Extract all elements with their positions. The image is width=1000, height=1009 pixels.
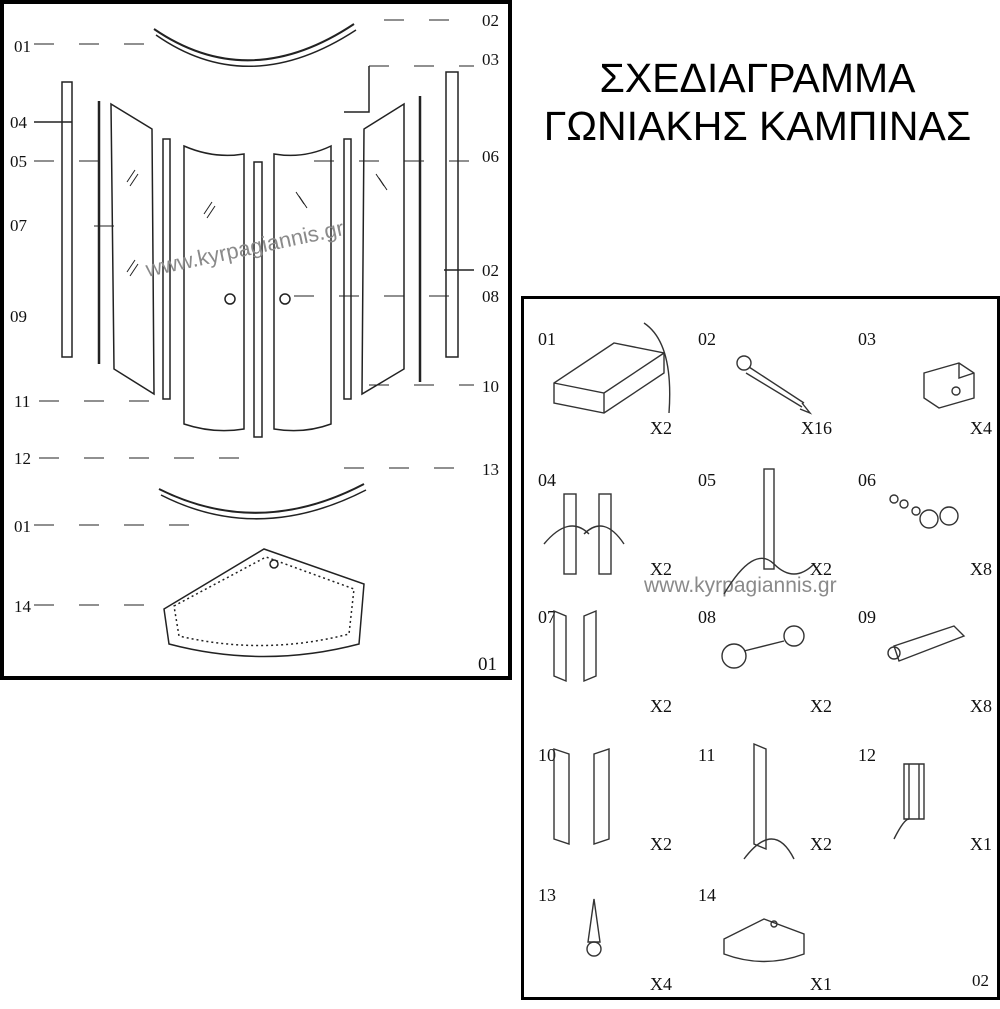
callout-14: 14 [14,597,31,616]
part-quantity: X2 [650,696,672,716]
part-illustration [543,493,625,575]
page-number: 01 [478,654,497,675]
callout-02b: 02 [482,261,499,280]
part-quantity: X2 [810,559,832,579]
callout-09: 09 [10,307,27,326]
part-quantity: X2 [810,834,832,854]
part-illustration [723,468,815,595]
callout-03: 03 [482,50,499,69]
part-number: 02 [698,329,716,349]
part-number: 04 [538,470,556,490]
part-number: 13 [538,885,556,905]
part-illustration [923,362,975,409]
part-number: 06 [858,470,876,490]
callout-04: 04 [10,113,27,132]
part-quantity: X8 [970,696,992,716]
title-line-1: ΣΧΕΔΙΑΓΡΑΜΜΑ [599,55,916,101]
callout-01b: 01 [14,517,31,536]
exploded-diagram [34,19,474,658]
exploded-view-panel: www.kyrpagiannis.gr 01 02 03 04 05 06 07… [0,0,512,680]
callout-05: 05 [10,152,27,171]
callout-02: 02 [482,11,499,30]
part-quantity: X4 [970,418,992,438]
part-number: 14 [698,885,716,905]
part-illustration [723,918,805,963]
part-quantity: X2 [650,559,672,579]
callout-07: 07 [10,216,27,235]
part-quantity: X4 [650,974,672,994]
part-illustration [721,625,805,669]
title-line-2: ΓΩΝΙΑΚΗΣ ΚΑΜΠΙΝΑΣ [543,103,972,149]
callout-12: 12 [14,449,31,468]
part-number: 09 [858,607,876,627]
callout-13: 13 [482,460,499,479]
callout-08: 08 [482,287,499,306]
watermark: www.kyrpagiannis.gr [644,574,837,597]
part-quantity: X1 [970,834,992,854]
part-illustration [889,494,959,529]
part-number: 01 [538,329,556,349]
part-number: 03 [858,329,876,349]
part-number: 07 [538,607,556,627]
part-illustration [887,625,966,662]
part-quantity: X16 [801,418,832,438]
callout-01: 01 [14,37,31,56]
part-illustration [586,898,602,957]
part-quantity: X8 [970,559,992,579]
part-quantity: X2 [650,418,672,438]
part-quantity: X1 [810,974,832,994]
page-number: 02 [972,971,989,990]
part-number: 05 [698,470,716,490]
callout-06: 06 [482,147,499,166]
part-illustration [553,609,597,683]
part-number: 10 [538,745,556,765]
part-number: 08 [698,607,716,627]
part-illustration [893,763,925,840]
part-illustration [736,355,813,415]
callout-11: 11 [14,392,31,411]
part-illustration [553,322,671,414]
part-quantity: X2 [650,834,672,854]
callout-10: 10 [482,377,499,396]
part-illustration [743,742,795,860]
part-quantity: X2 [810,696,832,716]
part-number: 11 [698,745,716,765]
part-illustration [553,748,610,845]
part-number: 12 [858,745,876,765]
